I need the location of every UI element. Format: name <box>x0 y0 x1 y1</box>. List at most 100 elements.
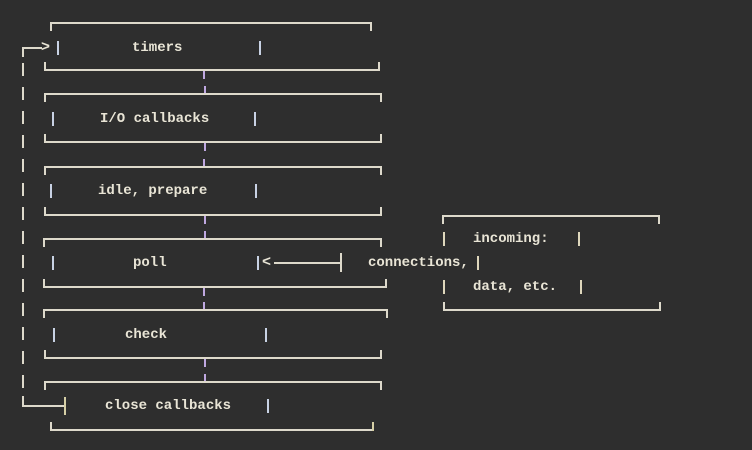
loop-dash <box>22 207 24 220</box>
phase-label-close-callbacks: close callbacks <box>105 398 232 414</box>
timers-box-corner <box>370 22 372 31</box>
connector-tick <box>204 86 206 94</box>
poll-box-corner <box>380 238 382 247</box>
close-box-right-pipe <box>267 399 269 413</box>
loop-dash <box>22 351 24 364</box>
idle-box-corner <box>44 166 46 175</box>
close-box-corner <box>372 422 374 431</box>
phase-label-idle-prepare: idle, prepare <box>98 183 208 199</box>
io-box-bottom-border <box>44 141 382 143</box>
incoming-box-left-pipe <box>443 232 445 246</box>
check-box-top-border <box>43 309 388 311</box>
io-box-corner <box>380 93 382 102</box>
poll-box-right-pipe <box>257 256 259 270</box>
close-box-bottom-border <box>50 429 374 431</box>
loop-top-corner-stub <box>22 47 24 57</box>
loop-dash <box>22 375 24 388</box>
poll-box-corner <box>43 238 45 247</box>
connections-label: connections, <box>368 255 469 271</box>
incoming-box-right-pipe <box>580 280 582 294</box>
check-box-corner <box>380 350 382 359</box>
connector-tick <box>203 159 205 167</box>
poll-box-bottom-border <box>43 286 387 288</box>
idle-box-right-pipe <box>255 184 257 198</box>
incoming-box-bottom-border <box>443 309 661 311</box>
loop-dash <box>22 279 24 292</box>
data-etc-label: data, etc. <box>473 279 558 295</box>
io-box-corner <box>380 134 382 143</box>
io-box-corner <box>44 134 46 143</box>
incoming-arrow-tee <box>340 253 342 272</box>
idle-box-top-border <box>44 166 382 168</box>
timers-box-corner <box>378 62 380 71</box>
phase-label-io-callbacks: I/O callbacks <box>100 111 210 127</box>
close-box-corner <box>44 381 46 390</box>
idle-box-corner <box>44 207 46 216</box>
loop-arrow-head-icon: > <box>41 39 51 56</box>
timers-box-corner <box>44 62 46 71</box>
incoming-box-corner <box>659 302 661 311</box>
loop-dash <box>22 159 24 172</box>
io-box-right-pipe <box>254 112 256 126</box>
loop-dash <box>22 183 24 196</box>
incoming-label: incoming: <box>473 231 549 247</box>
incoming-box-corner <box>443 302 445 311</box>
incoming-arrow-line <box>274 262 340 264</box>
poll-box-top-border <box>43 238 382 240</box>
incoming-box-right-pipe <box>578 232 580 246</box>
check-box-left-pipe <box>53 328 55 342</box>
check-box-corner <box>43 309 45 318</box>
io-box-corner <box>44 93 46 102</box>
connector-tick <box>203 71 205 79</box>
incoming-box-corner <box>442 215 444 224</box>
idle-box-bottom-border <box>44 214 382 216</box>
phase-label-poll: poll <box>133 255 167 271</box>
loop-top-line <box>22 47 42 49</box>
loop-dash <box>22 231 24 244</box>
loop-dash <box>22 87 24 100</box>
connector-tick <box>204 231 206 239</box>
close-box-corner <box>50 422 52 431</box>
connector-tick <box>203 288 205 296</box>
incoming-arrow-head-icon: < <box>262 254 272 271</box>
check-box-corner <box>44 350 46 359</box>
close-box-top-border <box>44 381 382 383</box>
loop-dash <box>22 255 24 268</box>
connector-tick <box>203 302 205 310</box>
loop-bottom-line <box>22 405 64 407</box>
idle-box-corner <box>380 166 382 175</box>
close-box-corner <box>380 381 382 390</box>
incoming-box-top-border <box>442 215 660 217</box>
connector-tick <box>204 359 206 367</box>
idle-box-left-pipe <box>50 184 52 198</box>
incoming-box-right-pipe <box>477 256 479 270</box>
incoming-box-left-pipe <box>443 280 445 294</box>
loop-dash <box>22 111 24 124</box>
loop-bottom-corner-stub <box>22 396 24 407</box>
loop-dash <box>22 63 24 76</box>
io-box-top-border <box>44 93 382 95</box>
idle-box-corner <box>380 207 382 216</box>
phase-label-timers: timers <box>132 40 183 56</box>
check-box-corner <box>386 309 388 318</box>
loop-bottom-tee <box>64 397 66 415</box>
timers-box-top-border <box>50 22 372 24</box>
timers-box-left-pipe <box>57 41 59 55</box>
connector-tick <box>204 143 206 151</box>
check-box-bottom-border <box>44 357 382 359</box>
check-box-right-pipe <box>265 328 267 342</box>
loop-dash <box>22 327 24 340</box>
io-box-left-pipe <box>52 112 54 126</box>
timers-box-bottom-border <box>44 69 380 71</box>
connector-tick <box>204 374 206 382</box>
connector-tick <box>204 216 206 224</box>
loop-dash <box>22 135 24 148</box>
poll-box-left-pipe <box>52 256 54 270</box>
incoming-box-corner <box>658 215 660 224</box>
loop-dash <box>22 303 24 316</box>
poll-box-corner <box>385 279 387 288</box>
timers-box-corner <box>50 22 52 31</box>
poll-box-corner <box>43 279 45 288</box>
phase-label-check: check <box>125 327 168 343</box>
